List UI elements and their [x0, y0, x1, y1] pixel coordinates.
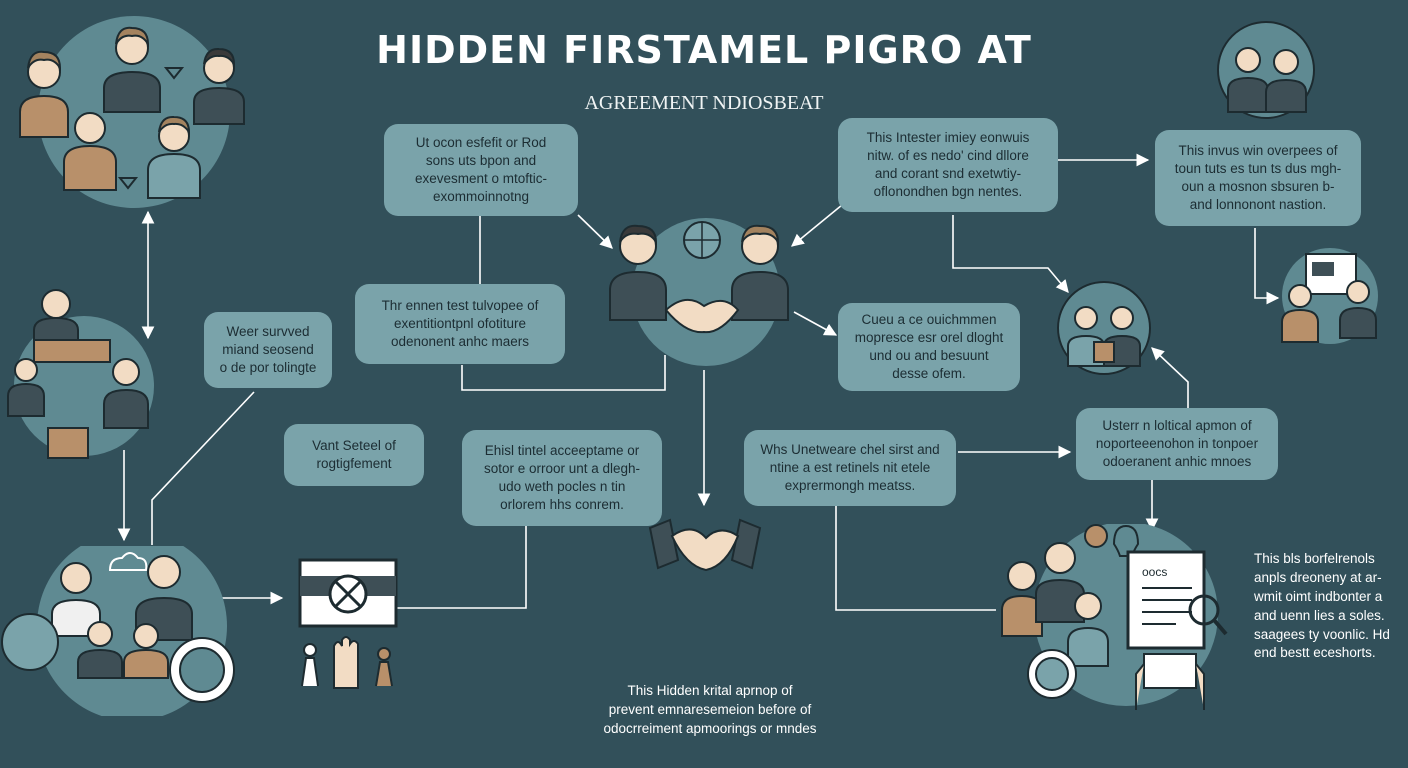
handshake-deal-illustration: [609, 218, 789, 366]
person-icon: [1339, 280, 1377, 339]
magnifier-icon: [1188, 594, 1220, 626]
person-icon: [1067, 592, 1109, 667]
partners-illustration: [1217, 21, 1315, 119]
person-icon: [63, 112, 117, 191]
contract-in-hands-icon: [1143, 653, 1197, 689]
connector: [952, 215, 1069, 293]
handshake-icon: [664, 299, 740, 334]
connector: [835, 505, 996, 611]
person-icon: [375, 647, 393, 687]
lower-center-box: Whs Unetweare chel sirst and ntine a est…: [744, 430, 956, 506]
diagram-subtitle: AGREEMENT NDIOSBEAT: [584, 92, 824, 114]
lower-right-box: Usterr n loltical apmon of noporteeenoho…: [1076, 408, 1278, 480]
connector: [384, 525, 527, 609]
mid-left-box-text: Thr ennen test tulvopee of exentitiontpn…: [381, 297, 539, 350]
connector: [791, 204, 843, 247]
person-icon: [301, 643, 319, 687]
person-icon: [1001, 561, 1043, 637]
bottom-center-note: This Hidden krital aprnop of prevent emn…: [603, 683, 817, 736]
arrow-down-icon: [117, 177, 139, 190]
lower-right-box-text: Usterr n loltical apmon of noporteeenoho…: [1095, 417, 1259, 470]
top-center-box-text: This Intester imiey eonwuis nitw. of es …: [866, 129, 1030, 200]
mid-left-box: Thr ennen test tulvopee of exentitiontpn…: [355, 284, 565, 364]
contract-review-illustration: oocs: [1001, 524, 1228, 710]
top-center-box: This Intester imiey eonwuis nitw. of es …: [838, 118, 1058, 212]
arrow-down-icon: [163, 67, 185, 80]
stop-hand-icon: [333, 636, 359, 689]
connector: [1151, 347, 1189, 408]
person-icon: [19, 50, 69, 138]
handshake-icon: [648, 518, 762, 572]
connector: [577, 214, 613, 249]
team-meeting-illustration: [19, 16, 245, 208]
person-icon: [1281, 284, 1319, 343]
person-icon: [7, 358, 45, 417]
document-icon: [1093, 341, 1115, 363]
gear-icon: [1084, 524, 1108, 548]
boardroom-illustration: [7, 289, 154, 459]
person-icon: [609, 224, 667, 321]
calculator-icon: [47, 427, 89, 459]
person-icon: [103, 26, 161, 113]
person-icon: [731, 224, 789, 321]
handshake-badge-icon: [1, 613, 59, 671]
document-icon: oocs: [1126, 550, 1206, 650]
review-team-illustration: [1281, 248, 1378, 344]
table-icon: [33, 339, 111, 363]
presentation-board-illustration: [298, 558, 398, 689]
connector: [461, 355, 666, 391]
consultation-illustration: [1057, 281, 1151, 375]
connector: [151, 391, 255, 545]
mid-right-box-text: Cueu a ce ouichmmen mopresce esr orel dl…: [854, 311, 1004, 382]
lightbulb-icon: [1112, 524, 1140, 557]
lower-left-box-text: Vant Seteel of rogtigfement: [312, 437, 396, 471]
lower-center-left-box-text: Ehisl tintel acceeptame or sotor e orroo…: [483, 442, 641, 513]
person-icon: [103, 358, 149, 429]
person-icon: [123, 623, 169, 679]
document-label: oocs: [1142, 565, 1167, 579]
right-side-note: This bls borfelrenols anpls dreoneny at …: [1254, 551, 1390, 661]
collaboration-illustration: [1, 546, 235, 716]
top-left-box: Ut ocon esfefit or Rod sons uts bpon and…: [384, 124, 578, 216]
connector: [793, 311, 838, 336]
person-icon: [1035, 542, 1085, 623]
mid-right-box: Cueu a ce ouichmmen mopresce esr orel dl…: [838, 303, 1020, 391]
cloud-icon: [108, 552, 148, 571]
lower-center-box-text: Whs Unetweare chel sirst and ntine a est…: [760, 441, 940, 494]
left-small-box-text: Weer survved miand seosend o de por toli…: [219, 323, 317, 376]
top-right-box-text: This invus win overpees of toun tuts es …: [1174, 142, 1342, 213]
person-icon: [77, 621, 123, 679]
person-icon: [1265, 49, 1307, 113]
left-small-box: Weer survved miand seosend o de por toli…: [204, 312, 332, 388]
diagram-title: HIDDEN FIRSTAMEL PIGRO AT: [376, 28, 1032, 72]
person-icon: [1227, 47, 1269, 113]
lower-center-left-box: Ehisl tintel acceeptame or sotor e orroo…: [462, 430, 662, 526]
person-icon: [193, 47, 245, 125]
person-icon: [51, 562, 101, 637]
top-left-box-text: Ut ocon esfefit or Rod sons uts bpon and…: [414, 134, 548, 205]
top-right-box: This invus win overpees of toun tuts es …: [1155, 130, 1361, 226]
person-icon: [147, 115, 201, 199]
connector: [1254, 228, 1280, 305]
lower-left-box: Vant Seteel of rogtigfement: [284, 424, 424, 486]
